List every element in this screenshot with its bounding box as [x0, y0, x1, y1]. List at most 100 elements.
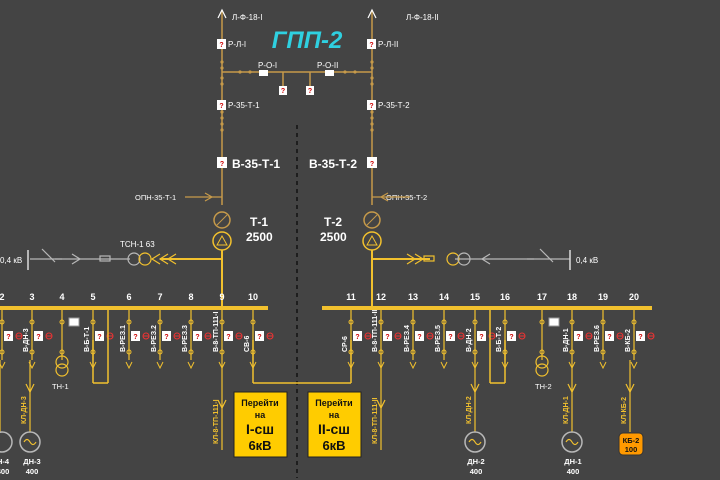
- tn2-label: ТН-2: [535, 382, 552, 391]
- feeder-right-label: Л-Ф-18-II: [406, 13, 439, 22]
- fuse-icon: [68, 317, 80, 327]
- status-square[interactable]: [259, 70, 268, 76]
- contact: [410, 319, 416, 325]
- status-square[interactable]: [279, 86, 287, 95]
- cell-number: 2: [0, 292, 5, 302]
- cell-number: 6: [126, 292, 131, 302]
- contact: [539, 319, 545, 325]
- cell-status-square[interactable]: [34, 331, 43, 341]
- goto-bus-2-line2: на: [329, 410, 340, 420]
- cell-number: 20: [629, 292, 639, 302]
- goto-bus-1-line4: 6кВ: [248, 438, 271, 453]
- out-arrow-icon: [409, 361, 417, 370]
- cell-status-square[interactable]: [162, 331, 171, 341]
- feeder-label: В-Б-Т-2: [496, 327, 503, 352]
- status-square[interactable]: [367, 39, 376, 49]
- feeder-label: В-РЕЗ.6: [594, 325, 601, 352]
- contact: [188, 319, 194, 325]
- qmark: ?: [97, 334, 101, 341]
- status-square[interactable]: [217, 39, 226, 49]
- status-square[interactable]: [217, 157, 227, 168]
- cell-status-square[interactable]: [131, 331, 140, 341]
- status-square[interactable]: [325, 70, 334, 76]
- goto-bus-1-line3: I-сш: [246, 421, 274, 437]
- hv-contacts: [220, 60, 374, 132]
- kb2-block[interactable]: КБ-2 100: [618, 432, 644, 456]
- motor-dn3-icon: [19, 431, 41, 453]
- goto-bus-1-button[interactable]: Перейти на I-сш 6кВ: [233, 391, 288, 458]
- transformer-t2-icon: [362, 211, 382, 251]
- cell-status-square[interactable]: [415, 331, 424, 341]
- goto-bus-2-line4: 6кВ: [322, 438, 345, 453]
- kb2-power: 100: [625, 445, 638, 454]
- cell-status-square[interactable]: [4, 331, 13, 341]
- contact: [441, 319, 447, 325]
- contact: [0, 319, 5, 325]
- status-square[interactable]: [306, 86, 314, 95]
- feeder-label: СР-6: [342, 336, 349, 352]
- status-square[interactable]: [367, 157, 377, 168]
- tsn-icon: [127, 252, 177, 266]
- vt-icon: [55, 355, 69, 369]
- voltage-right-label: 0,4 кВ: [576, 256, 598, 265]
- goto-bus-2-button[interactable]: Перейти на II-сш 6кВ: [307, 391, 362, 458]
- tsn-label: ТСН-1 63: [120, 240, 155, 249]
- cell-status-square[interactable]: [224, 331, 233, 341]
- feeder-label: В-Б-Т-1: [84, 327, 91, 352]
- t1-power: 2500: [246, 230, 273, 244]
- cell-number: 15: [470, 292, 480, 302]
- cable-arrows: [25, 383, 635, 410]
- kl-kb2-label: КЛ-КБ-2: [621, 397, 628, 424]
- motor-dn1-label: ДН-1: [564, 457, 581, 466]
- qmark: ?: [219, 103, 223, 110]
- cell-status-square[interactable]: [353, 331, 362, 341]
- cell-number: 19: [598, 292, 608, 302]
- cell-status-square[interactable]: [636, 331, 645, 341]
- aux-left-chain: [30, 248, 130, 265]
- contact: [219, 349, 225, 355]
- breaker-right-label: В-35-Т-2: [309, 157, 357, 171]
- feeder-label: В-8-ТП-111-II: [372, 310, 379, 352]
- feeder-left-label: Л-Ф-18-I: [232, 13, 262, 22]
- kl-tp111-ii-label: КЛ-8-ТП-111-II: [372, 397, 379, 444]
- qmark: ?: [308, 88, 312, 95]
- cell-number: 9: [219, 292, 224, 302]
- motor-left-partial-power: 400: [0, 467, 9, 476]
- cell-number: 17: [537, 292, 547, 302]
- status-square[interactable]: [367, 100, 376, 110]
- cell-status-square[interactable]: [605, 331, 614, 341]
- out-arrow-icon: [630, 361, 638, 370]
- contact: [29, 349, 35, 355]
- cell-status-square[interactable]: [574, 331, 583, 341]
- arrester-right-icon: [372, 192, 410, 202]
- arrester-left-icon: [185, 192, 222, 202]
- qmark: ?: [448, 334, 452, 341]
- sect-left-label: Р-О-I: [258, 61, 277, 70]
- qmark: ?: [370, 161, 374, 168]
- feeder-label: В-ДН-2: [466, 328, 473, 352]
- contact: [90, 319, 96, 325]
- feeder-left-arrow: [217, 8, 227, 19]
- contact: [29, 319, 35, 325]
- feeder-label: В-РЕЗ.4: [404, 325, 411, 352]
- cell-status-square[interactable]: [383, 331, 392, 341]
- cell-status-square[interactable]: [255, 331, 264, 341]
- cell-status-square[interactable]: [446, 331, 455, 341]
- feeder-label: В-ДН-1: [563, 328, 570, 352]
- cell-status-square[interactable]: [95, 331, 104, 341]
- fuse-icon: [548, 317, 560, 327]
- qmark: ?: [220, 161, 224, 168]
- kl-tp111-i-label: КЛ-8-ТП-111-I: [213, 399, 220, 444]
- goto-bus-2-line3: II-сш: [318, 421, 350, 437]
- contact: [0, 349, 5, 355]
- feeder-label: В-РЕЗ.2: [151, 325, 158, 352]
- status-square[interactable]: [217, 100, 226, 110]
- cell-status-square[interactable]: [507, 331, 516, 341]
- tsn2-icon: [406, 252, 471, 266]
- contact: [219, 319, 225, 325]
- hv-status-squares[interactable]: [217, 39, 377, 168]
- cell-status-square[interactable]: [193, 331, 202, 341]
- cell-status-square[interactable]: [477, 331, 486, 341]
- qmark: ?: [479, 334, 483, 341]
